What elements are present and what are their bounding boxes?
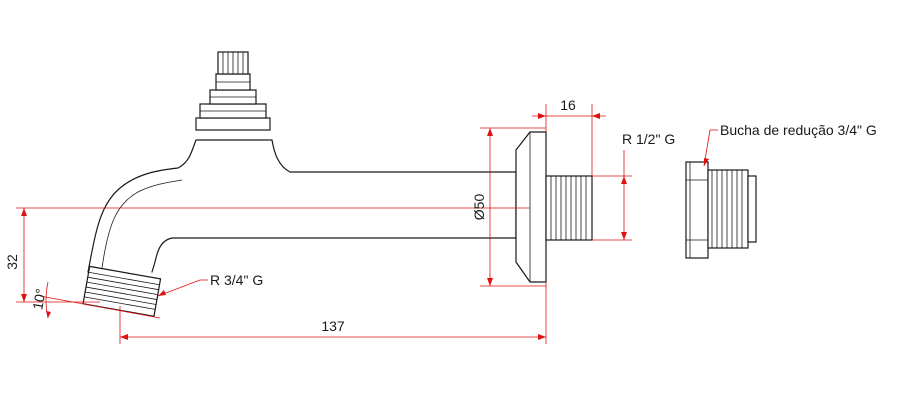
callout-bushing: Bucha de redução 3/4" G <box>703 122 877 167</box>
elbow-inner-line <box>101 179 183 269</box>
bushing-label: Bucha de redução 3/4" G <box>720 122 877 138</box>
dimension-diameter: Ø50 <box>471 127 546 287</box>
width-label: 16 <box>560 97 576 113</box>
length-label: 137 <box>321 318 345 334</box>
body-outline <box>87 139 517 273</box>
callout-thread-inlet: R 3/4" G <box>157 272 263 297</box>
thread-outlet-label: R 1/2" G <box>622 131 675 147</box>
dimension-angle: 10° <box>29 281 161 319</box>
inlet-thread <box>82 265 162 317</box>
thread-inlet-label: R 3/4" G <box>210 272 263 288</box>
reducing-bushing <box>685 161 757 259</box>
dimension-thread-outlet: R 1/2" G <box>592 131 675 241</box>
height-label: 32 <box>4 254 20 270</box>
spline-ridges <box>200 52 266 112</box>
dimension-width: 16 <box>532 97 606 176</box>
flange <box>515 131 547 283</box>
tap-body <box>82 51 593 317</box>
outlet-thread-lines <box>550 176 587 240</box>
bushing-hex <box>685 161 709 259</box>
bushing-thread <box>707 169 749 249</box>
dimension-length: 137 <box>119 282 547 344</box>
dimensions: 32 10° R 3/4" G 137 <box>4 97 877 344</box>
bushing-thread-lines <box>686 162 743 258</box>
diameter-label: Ø50 <box>471 194 487 221</box>
angle-label: 10° <box>29 287 48 311</box>
dimension-height: 32 <box>4 207 530 303</box>
outlet-thread <box>545 175 593 241</box>
stem-collar <box>195 117 271 131</box>
bushing-lip <box>747 175 757 243</box>
